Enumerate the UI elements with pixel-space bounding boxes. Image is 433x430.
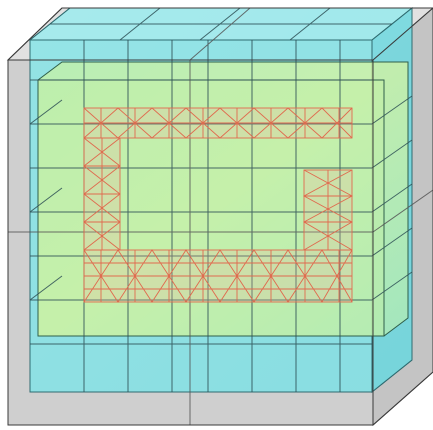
surface-mesh-ring: [83, 107, 353, 303]
mesh-top-bar: [83, 107, 353, 139]
front-frame-edges: [7, 7, 433, 426]
level-two-cells: [37, 61, 409, 337]
mesh-left-bar: [83, 137, 121, 251]
mesh-right-bar: [303, 169, 353, 251]
mesh-bottom-bar: [83, 249, 353, 303]
